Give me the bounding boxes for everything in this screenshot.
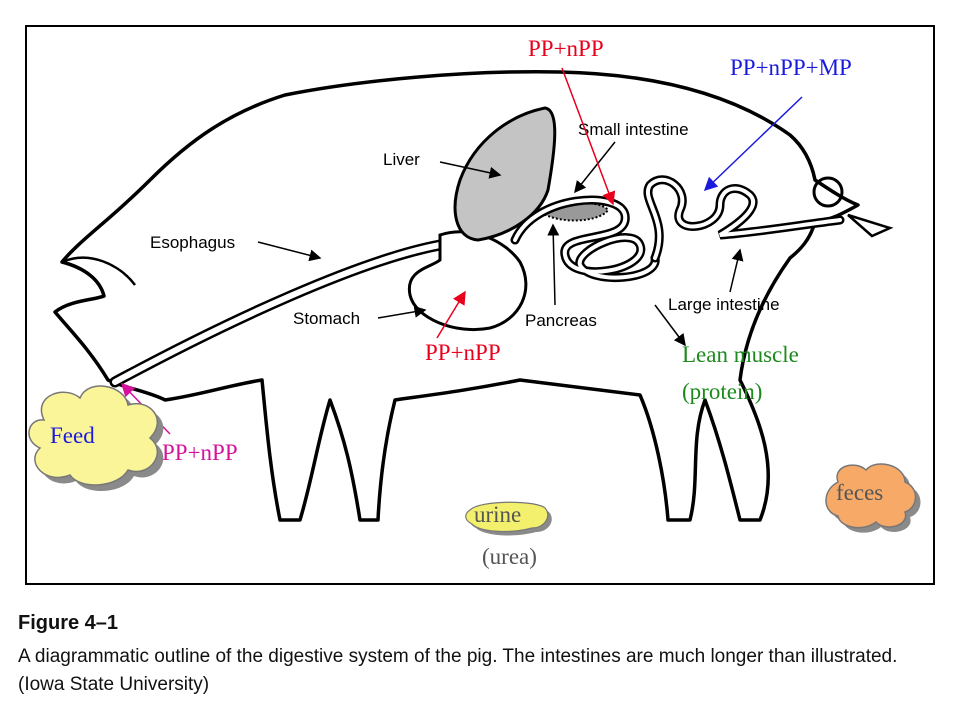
urea-label: (urea) [482,544,537,569]
pp-npp-top-label: PP+nPP [528,36,604,61]
pp-npp-stomach-label: PP+nPP [425,340,501,365]
stomach-shape [407,230,528,332]
pp-npp-stomach-arrow [436,290,466,339]
esophagus-tube [109,239,446,388]
feed-cloud [28,385,164,492]
figure-description: A diagrammatic outline of the digestive … [18,646,898,695]
feed-label: Feed [50,423,95,448]
liver-shape [453,106,557,242]
stomach-label: Stomach [293,309,360,328]
pp-npp-mp-label: PP+nPP+MP [730,55,852,80]
large-intestine-label: Large intestine [668,295,780,314]
lean-muscle-label: Lean muscle [682,342,799,367]
pancreas-label: Pancreas [525,311,597,330]
esophagus-label: Esophagus [150,233,235,252]
small-intestine-label: Small intestine [578,120,689,139]
tail-tip [847,213,894,238]
tail-curl [812,176,844,208]
figure-title: Figure 4–1 [18,612,119,634]
figure-caption: Figure 4–1 A diagrammatic outline of the… [18,612,938,699]
feces-cloud [825,463,921,533]
protein-label: (protein) [682,379,762,404]
lean-muscle-arrow [654,304,686,347]
pig-digestive-diagram: Liver Small intestine Esophagus Stomach … [28,36,921,569]
pp-npp-top-arrow [561,67,616,206]
ear-outline [61,256,136,286]
pp-npp-mp-arrow [703,96,803,192]
liver-label: Liver [383,150,420,169]
pig-outline [53,70,860,522]
urine-label: urine [474,502,521,527]
feces-label: feces [836,480,883,505]
urine-blob [465,501,552,536]
pp-npp-feed-label: PP+nPP [162,440,238,465]
